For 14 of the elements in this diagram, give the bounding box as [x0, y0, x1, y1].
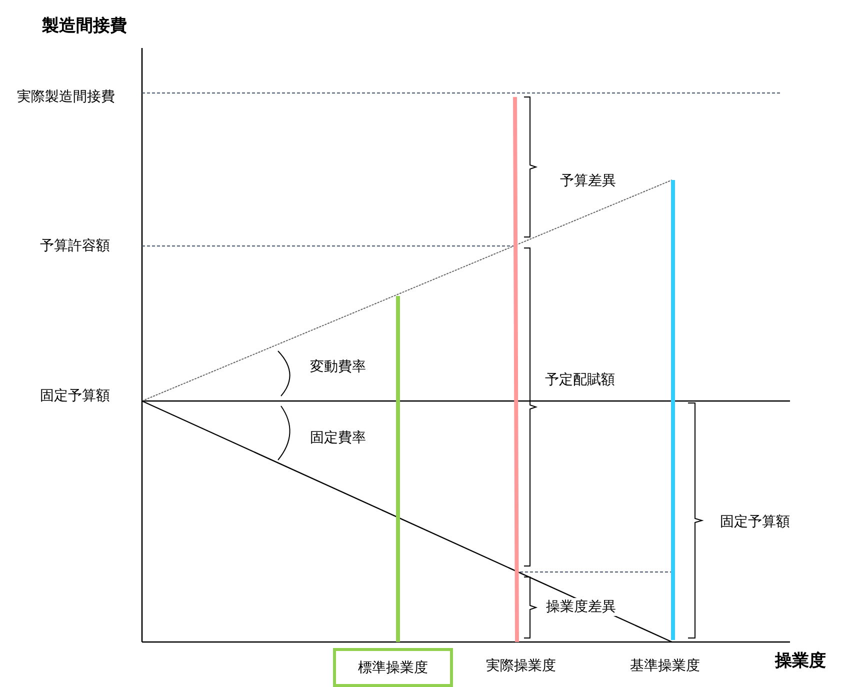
- axis-value-label: 実際製造間接費: [15, 88, 117, 106]
- axis-value-label: 予算許容額: [38, 237, 112, 255]
- amount-label: 予定配賦額: [543, 371, 617, 389]
- highlighted-label-box: 標準操業度: [333, 648, 453, 687]
- variance-label: 予算差異: [558, 172, 618, 190]
- amount-label: 固定予算額: [718, 513, 792, 531]
- axis-title: 操業度: [773, 652, 828, 670]
- axis-category-label: 基準操業度: [628, 657, 702, 675]
- rate-label: 変動費率: [308, 358, 368, 376]
- axis-title: 製造間接費: [40, 17, 129, 35]
- axis-value-label: 固定予算額: [38, 387, 112, 405]
- axis-category-label: 実際操業度: [484, 657, 558, 675]
- variance-label: 操業度差異: [544, 598, 618, 616]
- rate-label: 固定費率: [308, 429, 368, 447]
